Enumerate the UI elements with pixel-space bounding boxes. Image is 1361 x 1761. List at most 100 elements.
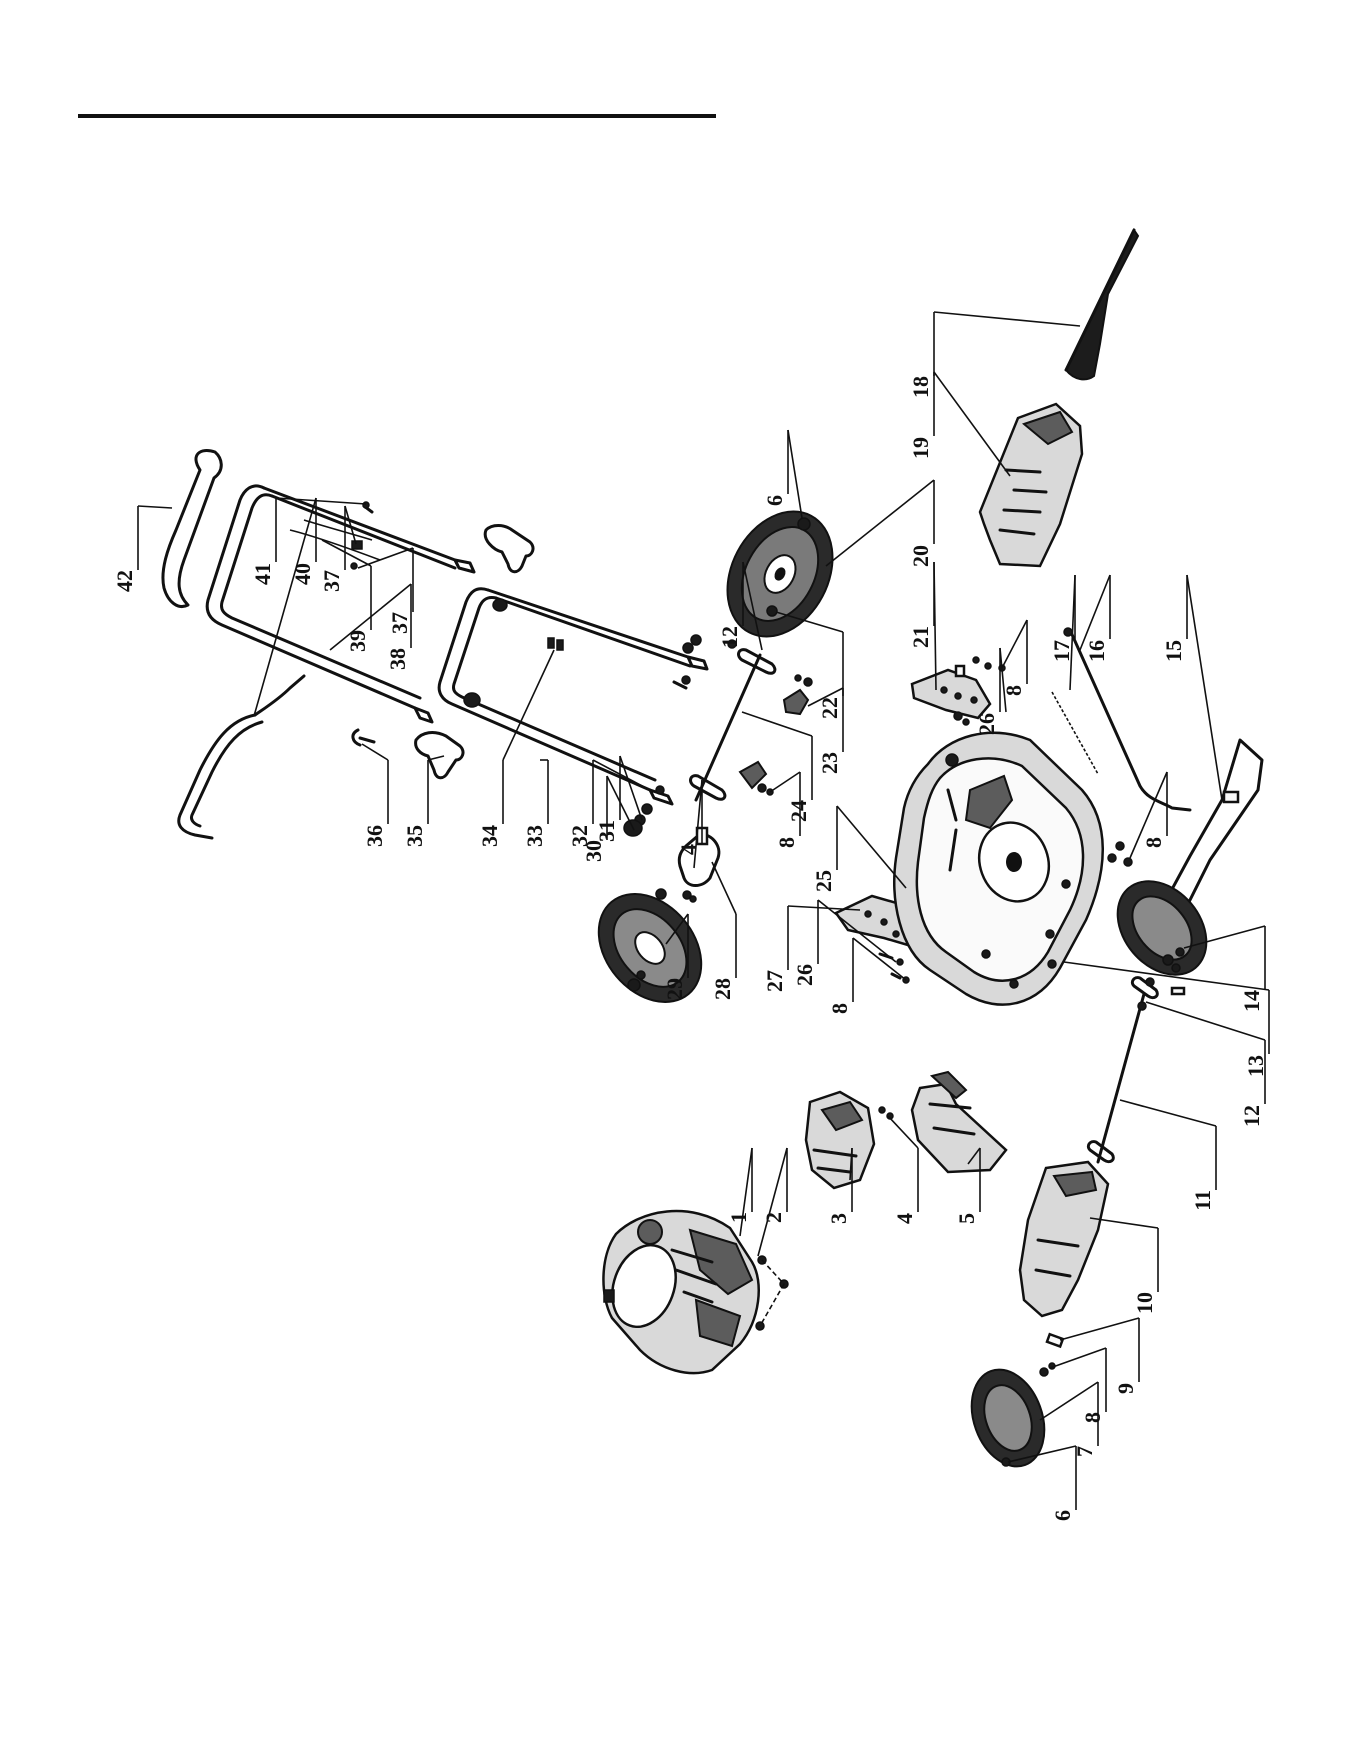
callout-34: 34 [477, 650, 554, 847]
callout-number: 37 [387, 612, 412, 634]
callout-number: 16 [1084, 640, 1109, 662]
callout-leader-line [1000, 648, 1006, 712]
handle-bolt-36 [353, 730, 374, 745]
callout-number: 37 [319, 570, 344, 592]
cable-clip [557, 640, 563, 650]
callout-leader-line [254, 498, 316, 716]
cam-lever-left [416, 733, 463, 778]
upper-handle [207, 486, 415, 708]
callout-33: 33 [522, 760, 548, 847]
callout-leader-line [934, 562, 936, 690]
cable-clip [548, 638, 554, 648]
callout-number: 36 [362, 825, 387, 847]
callout-leader-line [934, 372, 1010, 476]
callout-11: 11 [1120, 1100, 1216, 1211]
callout-number: 6 [1050, 1510, 1075, 1521]
callout-leader-line [758, 1148, 787, 1256]
grass-catcher-bag [1066, 230, 1138, 379]
callout-number: 26 [974, 713, 999, 735]
callout-leader-line [1120, 1100, 1216, 1126]
front-axle [1098, 994, 1144, 1162]
callout-leader-line [1050, 1348, 1106, 1368]
callout-number: 34 [477, 825, 502, 847]
engine-shroud-5 [912, 1084, 1006, 1172]
callout-number: 9 [1113, 1383, 1138, 1394]
height-adjuster [784, 690, 808, 714]
callout-40: 40 [254, 498, 316, 716]
callout-number: 18 [908, 376, 933, 398]
callout-number: 1 [726, 1212, 751, 1223]
rear-wheel-left [578, 874, 723, 1022]
callout-leader-line [712, 862, 736, 914]
callout-number: 8 [827, 1003, 852, 1014]
callout-36: 36 [362, 744, 388, 847]
wheel-spacer [767, 606, 777, 616]
callout-number: 29 [662, 978, 687, 1000]
cam-lever-right [485, 526, 533, 572]
callout-leader-line [322, 540, 371, 566]
callout-2: 2 [758, 1148, 787, 1256]
engine [601, 1211, 788, 1373]
callout-8: 8 [1001, 620, 1027, 696]
callout-number: 17 [1049, 640, 1074, 662]
callout-leader-line [358, 548, 413, 568]
callout-leader-line [1187, 575, 1222, 800]
callout-number: 14 [1239, 990, 1264, 1012]
callout-35: 35 [402, 756, 444, 847]
callout-number: 33 [522, 825, 547, 847]
callout-number: 19 [908, 437, 933, 459]
callout-21: 21 [908, 562, 936, 690]
callout-15: 15 [1161, 575, 1222, 800]
callout-9: 9 [1060, 1318, 1139, 1394]
callout-number: 10 [1132, 1292, 1157, 1314]
callout-16: 16 [1080, 575, 1110, 662]
callout-number: 31 [594, 820, 619, 842]
callout-13: 13 [1064, 962, 1269, 1077]
callout-number: 2 [761, 1212, 786, 1223]
engine-fuel-cap [638, 1220, 662, 1244]
mower-deck [894, 733, 1102, 1005]
callout-number: 42 [112, 570, 137, 592]
callout-1: 1 [726, 1148, 752, 1236]
callout-number: 35 [402, 825, 427, 847]
callout-10: 10 [1090, 1218, 1158, 1314]
callout-30: 30 [581, 776, 634, 862]
control-bail [179, 715, 255, 838]
callout-number: 13 [1243, 1055, 1268, 1077]
grass-bag-assembly [980, 230, 1138, 566]
callout-leader-line [837, 806, 906, 888]
callout-number: 23 [817, 752, 842, 774]
callout-number: 7 [1072, 1446, 1097, 1457]
callout-number: 8 [1141, 837, 1166, 848]
callout-number: 3 [826, 1213, 851, 1224]
callout-number: 15 [1161, 640, 1186, 662]
front-wheel-right [1099, 864, 1224, 993]
callout-number: 6 [762, 495, 787, 506]
callout-number: 38 [385, 648, 410, 670]
callout-number: 8 [774, 837, 799, 848]
callout-25: 25 [811, 806, 906, 892]
callout-leader-line [362, 744, 388, 760]
wheel-nut [798, 518, 810, 530]
callout-4: 4 [888, 1116, 918, 1224]
callout-number: 4 [676, 844, 701, 855]
callout-number: 5 [954, 1213, 979, 1224]
callout-number: 28 [710, 978, 735, 1000]
callout-number: 12 [1239, 1105, 1264, 1127]
callout-leader-line [138, 506, 172, 508]
handle-knob [464, 693, 480, 707]
callout-number: 40 [290, 563, 315, 585]
callout-28: 28 [710, 862, 736, 1000]
callout-leader-line [620, 756, 642, 820]
callout-leader-line [1080, 575, 1110, 650]
callout-number: 41 [250, 563, 275, 585]
callout-leader-line [934, 312, 1080, 326]
wheel-nut [628, 979, 640, 991]
callout-number: 27 [762, 970, 787, 992]
callout-number: 4 [892, 1213, 917, 1224]
callout-number: 24 [786, 800, 811, 822]
callout-6: 6 [762, 430, 802, 518]
callout-leader-line [742, 712, 812, 736]
